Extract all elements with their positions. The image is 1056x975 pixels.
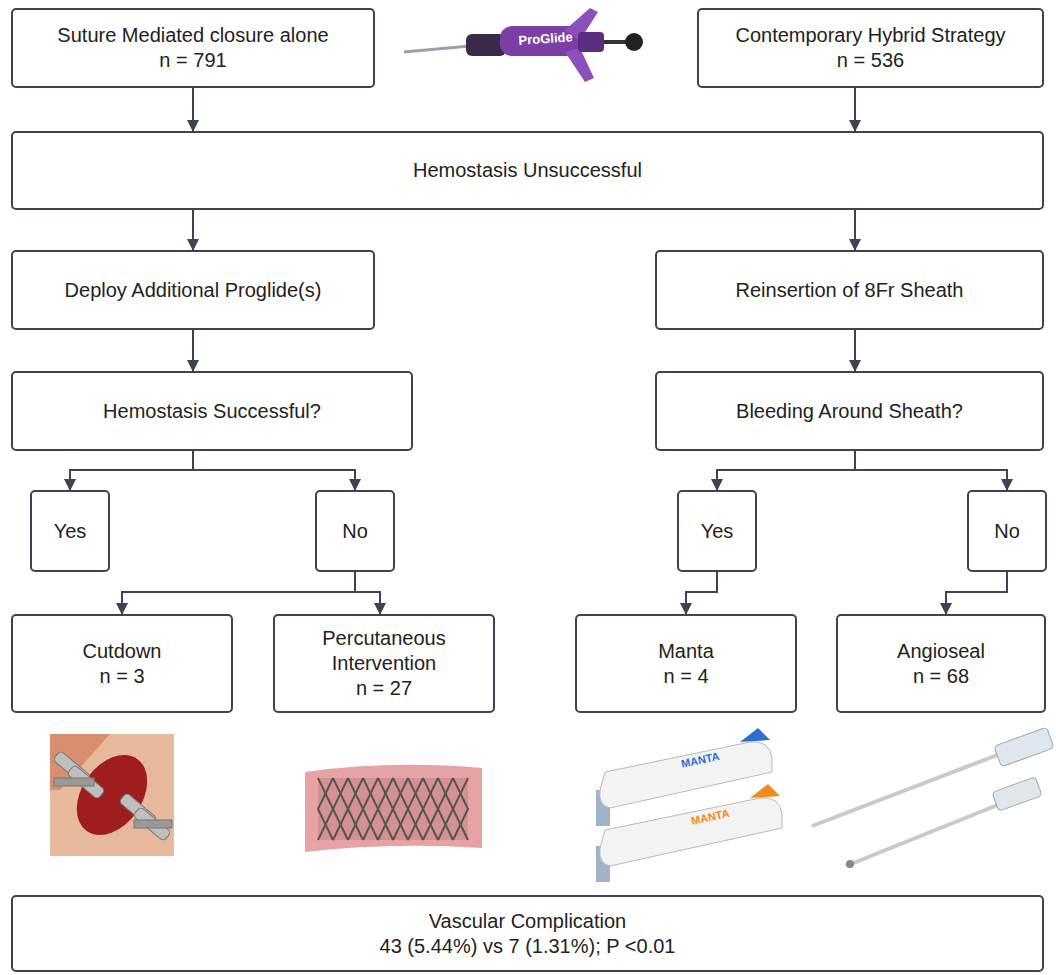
flow-arrow bbox=[192, 88, 194, 131]
outcome-box: Angiosealn = 68 bbox=[836, 614, 1046, 713]
flow-arrow bbox=[854, 88, 856, 131]
outcome-box: Cutdownn = 3 bbox=[11, 614, 233, 713]
flow-arrow bbox=[70, 451, 193, 490]
box-text: Angioseal bbox=[897, 639, 985, 664]
answer-box: No bbox=[967, 490, 1047, 572]
device-label: ProGlide bbox=[518, 29, 573, 48]
box-text: Reinsertion of 8Fr Sheath bbox=[736, 278, 964, 303]
flow-arrow bbox=[192, 210, 194, 250]
process-box: Hemostasis Unsuccessful bbox=[11, 131, 1044, 210]
box-subtext: 43 (5.44%) vs 7 (1.31%); P <0.01 bbox=[380, 934, 676, 959]
skin bbox=[50, 734, 174, 856]
answer-box: Yes bbox=[677, 490, 757, 572]
outcome-box: Percutaneous Interventionn = 27 bbox=[273, 614, 495, 713]
manta-devices bbox=[596, 728, 782, 882]
angioseal-tip bbox=[846, 860, 854, 868]
answer-box: No bbox=[315, 490, 395, 572]
result-box: Vascular Complication43 (5.44%) vs 7 (1.… bbox=[11, 895, 1044, 972]
manta-tab bbox=[750, 784, 780, 798]
box-text: No bbox=[994, 519, 1020, 544]
device-plunger bbox=[604, 40, 628, 44]
group-box: Contemporary Hybrid Strategyn = 536 bbox=[697, 8, 1044, 88]
cutdown-illustration bbox=[50, 734, 174, 856]
box-text: Suture Mediated closure alone bbox=[57, 23, 328, 48]
flow-arrow bbox=[946, 572, 1007, 614]
box-text: Yes bbox=[54, 519, 87, 544]
box-text: Contemporary Hybrid Strategy bbox=[735, 23, 1005, 48]
box-text: Percutaneous Intervention bbox=[285, 626, 483, 676]
process-box: Reinsertion of 8Fr Sheath bbox=[655, 250, 1044, 330]
flow-arrow bbox=[122, 572, 355, 614]
box-text: Yes bbox=[701, 519, 734, 544]
manta-body bbox=[600, 742, 772, 808]
manta-body bbox=[600, 798, 782, 866]
angioseal-devices bbox=[812, 727, 1054, 868]
device-handle bbox=[578, 32, 604, 52]
box-text: Hemostasis Unsuccessful bbox=[413, 158, 642, 183]
decision-box: Bleeding Around Sheath? bbox=[655, 371, 1044, 451]
box-text: Deploy Additional Proglide(s) bbox=[65, 278, 322, 303]
box-text: Bleeding Around Sheath? bbox=[736, 399, 963, 424]
box-subtext: n = 3 bbox=[99, 664, 144, 689]
flow-arrow bbox=[686, 572, 717, 614]
answer-box: Yes bbox=[30, 490, 110, 572]
flow-arrow bbox=[854, 210, 856, 250]
box-text: No bbox=[342, 519, 368, 544]
box-text: Hemostasis Successful? bbox=[103, 399, 321, 424]
stent-illustration bbox=[305, 765, 482, 852]
lumen bbox=[318, 778, 468, 840]
angioseal-shaft bbox=[846, 804, 1000, 866]
retractor bbox=[53, 751, 172, 842]
device-label: MANTA bbox=[690, 807, 731, 827]
decision-box: Hemostasis Successful? bbox=[11, 371, 413, 451]
device-knob bbox=[625, 33, 643, 51]
manta-tab bbox=[740, 728, 770, 742]
incision bbox=[62, 742, 162, 849]
angioseal-hub bbox=[992, 777, 1042, 812]
flow-arrow bbox=[855, 451, 1007, 490]
outcome-box: Mantan = 4 bbox=[575, 614, 797, 713]
vessel bbox=[305, 765, 482, 852]
box-subtext: n = 68 bbox=[913, 664, 969, 689]
stent-mesh bbox=[318, 778, 468, 840]
device-label: MANTA bbox=[680, 750, 721, 770]
group-box: Suture Mediated closure alonen = 791 bbox=[11, 8, 375, 88]
flow-arrow bbox=[854, 330, 856, 371]
proglide-device bbox=[404, 8, 643, 82]
box-subtext: n = 4 bbox=[663, 664, 708, 689]
flow-arrow bbox=[355, 572, 380, 614]
device-needle bbox=[404, 46, 470, 52]
flow-arrow bbox=[193, 451, 355, 490]
box-subtext: n = 791 bbox=[159, 48, 226, 73]
device-collar bbox=[466, 34, 506, 56]
device-lever bbox=[565, 48, 594, 82]
box-text: Vascular Complication bbox=[429, 909, 627, 934]
angioseal-hub bbox=[994, 727, 1054, 767]
box-subtext: n = 27 bbox=[356, 676, 412, 701]
box-text: Manta bbox=[658, 639, 714, 664]
process-box: Deploy Additional Proglide(s) bbox=[11, 250, 375, 330]
box-subtext: n = 536 bbox=[837, 48, 904, 73]
flow-arrow bbox=[717, 451, 855, 490]
box-text: Cutdown bbox=[83, 639, 162, 664]
flow-arrow bbox=[192, 330, 194, 371]
